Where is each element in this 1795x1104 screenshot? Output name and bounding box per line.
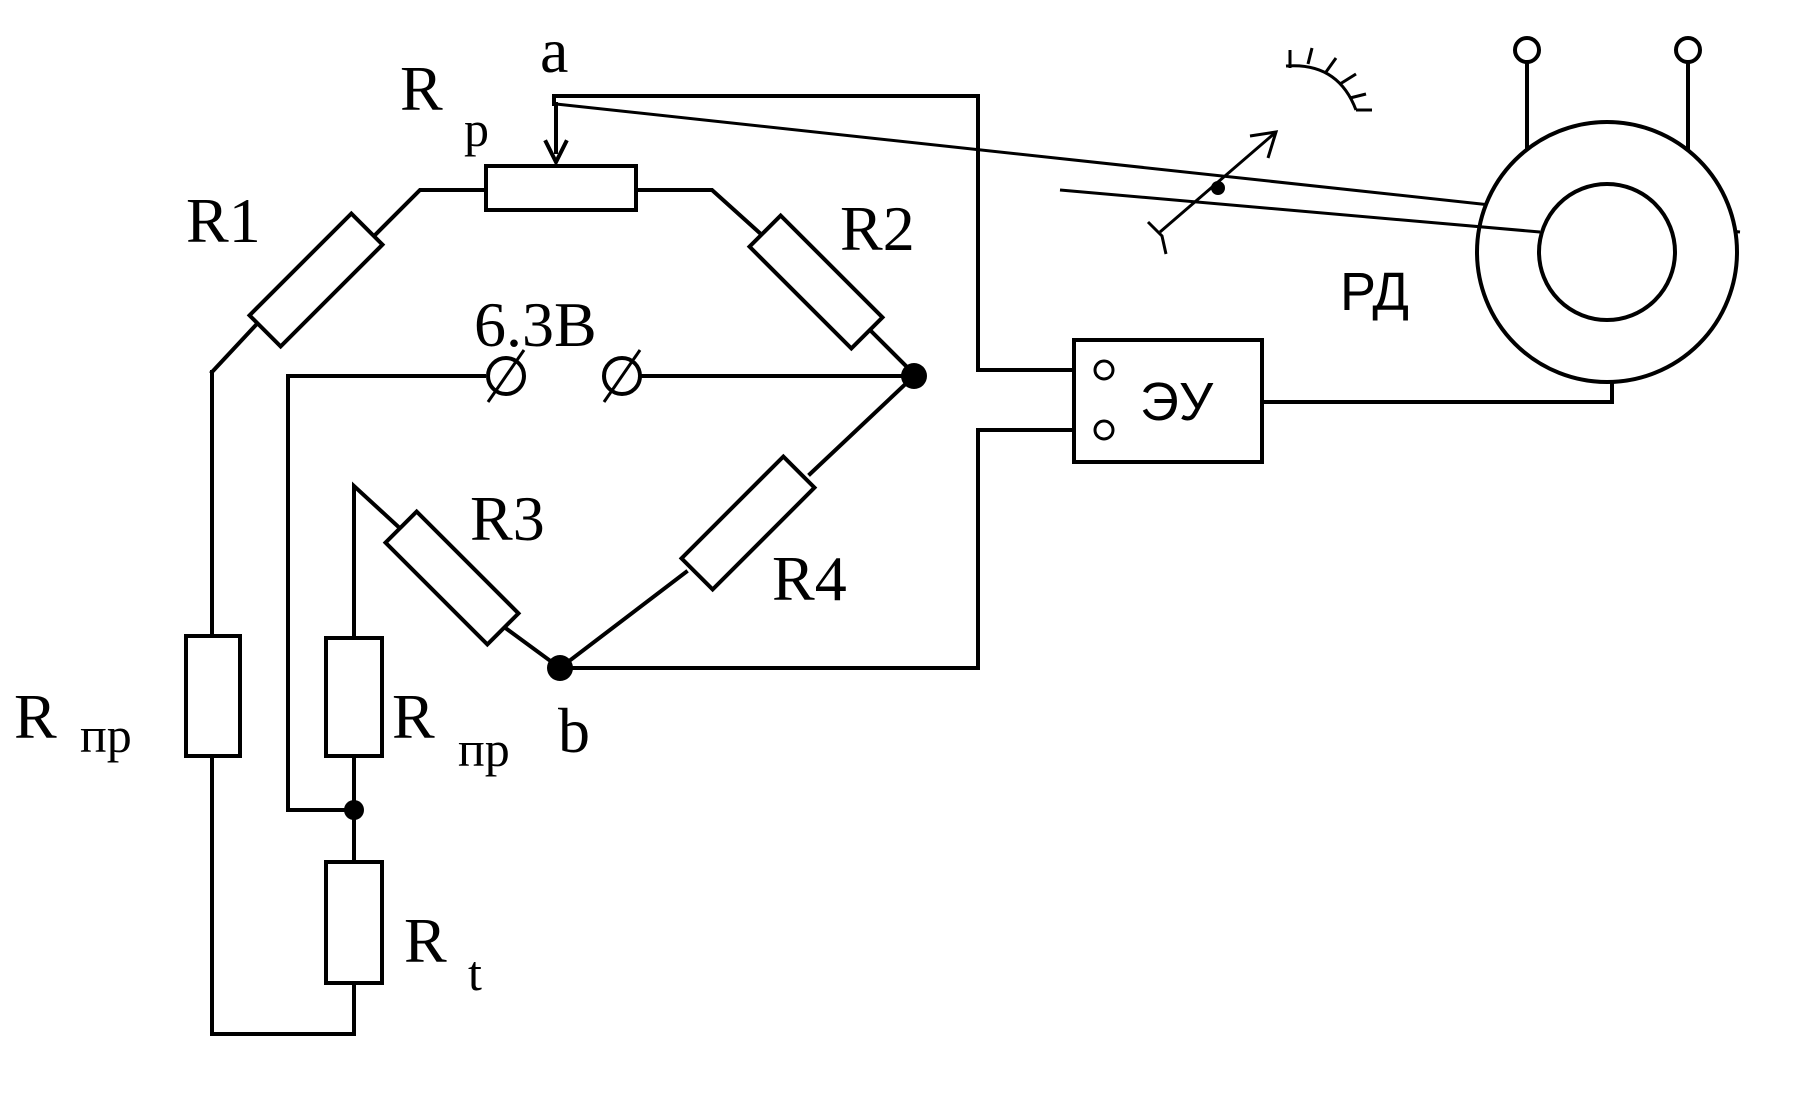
wire-rp-r2 (634, 188, 765, 238)
label-voltage: 6.3B (474, 289, 597, 360)
resistor-r4 (678, 453, 818, 593)
resistor-r3 (382, 508, 522, 648)
label-motor: РД (1340, 262, 1409, 322)
label-rt: R (404, 905, 447, 976)
label-rpr-mid: R (392, 681, 435, 752)
node-right (901, 363, 927, 389)
resistor-r1 (246, 210, 386, 350)
wire-r4-upper (807, 373, 917, 477)
label-rp: R (400, 53, 443, 124)
node-b (547, 655, 573, 681)
label-node-b: b (558, 695, 590, 766)
wire-b-eu (558, 428, 1100, 670)
motor-inner-circle (1537, 182, 1677, 322)
wire-r3-upper (352, 481, 407, 640)
amplifier-input-bottom (1093, 419, 1115, 441)
label-r3: R3 (470, 483, 545, 554)
labels: R p a R1 R2 6.3B R3 R4 R пр R пр b R t Э… (14, 15, 1409, 1001)
wire-a-eu (552, 94, 1100, 372)
pointer-arrow-icon (1146, 130, 1279, 255)
resistor-rpr-left (184, 634, 242, 758)
wire-r4-lower (557, 569, 689, 671)
node-rt-junction (344, 800, 364, 820)
rp-slider-arrow (543, 102, 569, 167)
resistor-r2 (746, 212, 886, 352)
motor-terminal-left (1513, 36, 1541, 64)
resistor-rt (324, 860, 384, 985)
label-rp-sub: p (464, 101, 489, 157)
motor-terminal-right (1674, 36, 1702, 64)
label-r1: R1 (186, 185, 261, 256)
resistor-rpr-mid (324, 636, 384, 758)
amplifier-input-top (1093, 359, 1115, 381)
voltage-terminal-left (486, 349, 526, 403)
label-rpr-mid-sub: пр (458, 721, 510, 777)
resistors (184, 164, 886, 985)
label-amplifier: ЭУ (1140, 372, 1214, 432)
scale-icon (1285, 47, 1372, 112)
resistor-rp (484, 164, 638, 212)
label-rpr-left-sub: пр (80, 707, 132, 763)
label-rpr-left: R (14, 681, 57, 752)
voltage-terminal-right (602, 349, 642, 403)
label-r4: R4 (772, 543, 847, 614)
wire-supply-left (286, 374, 486, 812)
label-node-a: a (540, 15, 568, 86)
wire-r1-upper (373, 188, 488, 237)
wire-r1-lower (209, 323, 258, 375)
label-r2: R2 (840, 193, 915, 264)
label-rt-sub: t (468, 945, 482, 1001)
wire-left-bottom (210, 754, 356, 1036)
mechanical-link-to-shaft (1059, 188, 1541, 234)
